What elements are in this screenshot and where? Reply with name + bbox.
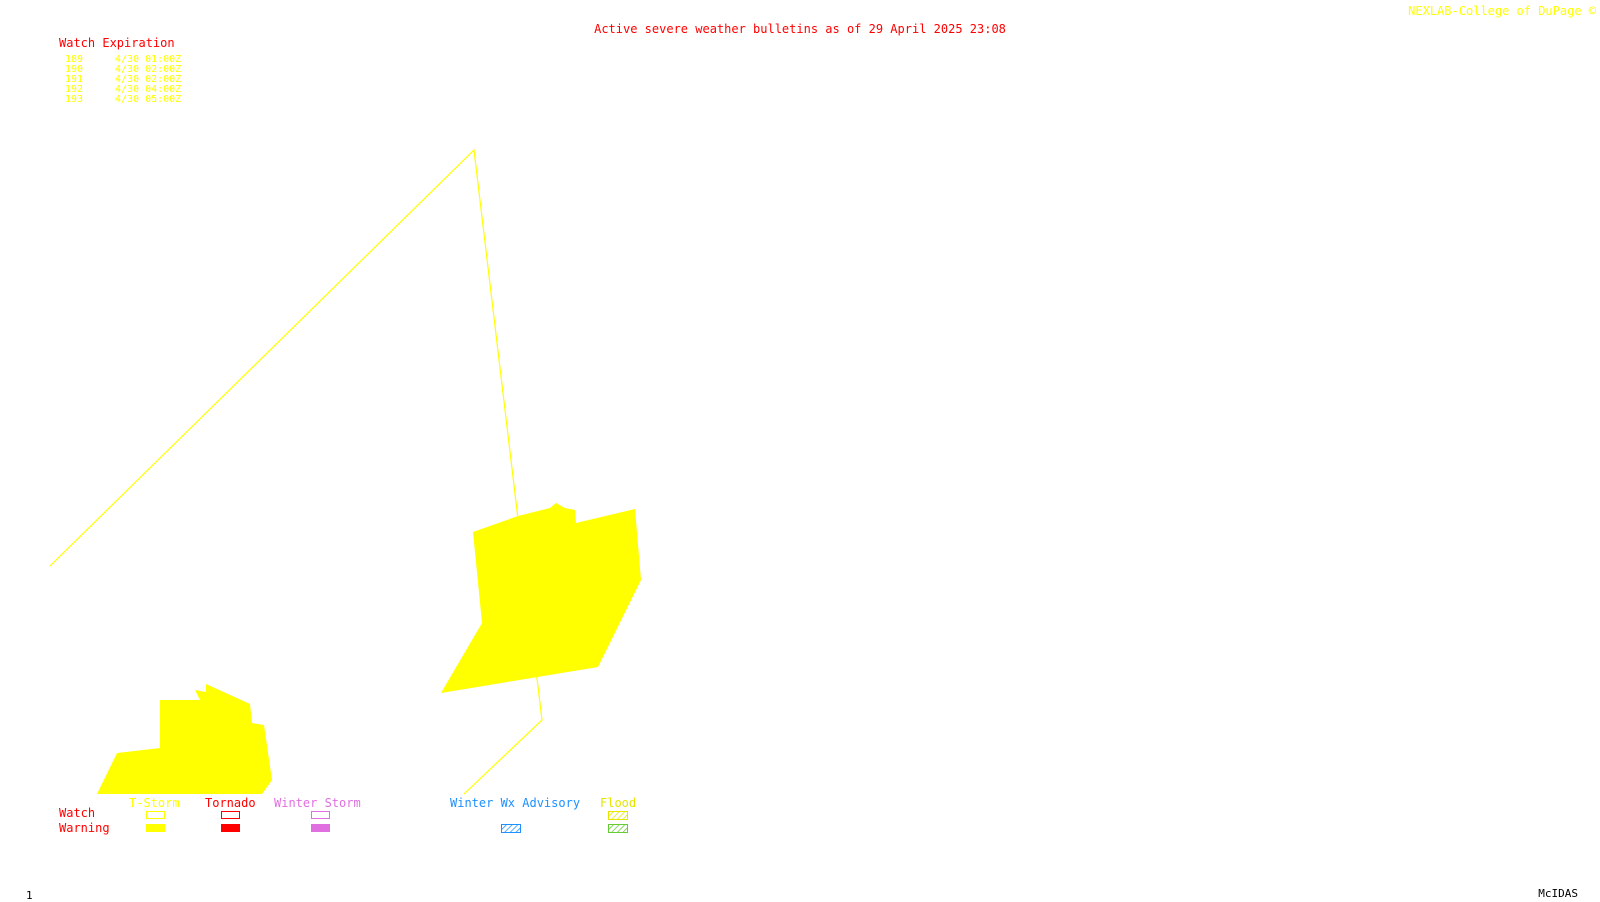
warning-polygon-east xyxy=(441,503,641,693)
legend-flood-label: Flood xyxy=(600,796,637,810)
watch-expiry: 4/30 01:00Z xyxy=(115,54,182,65)
legend-watch-label: Watch xyxy=(59,806,96,820)
watch-number: 190 xyxy=(65,64,84,75)
flood-watch-swatch xyxy=(608,811,628,820)
tornado-watch-swatch xyxy=(221,811,240,819)
winter-storm-watch-swatch xyxy=(311,811,330,819)
credit-label: NEXLAB-College of DuPage © xyxy=(1408,4,1596,18)
tstorm-warning-swatch xyxy=(146,824,165,832)
software-label: McIDAS xyxy=(1538,887,1578,900)
legend-winter-storm-label: Winter Storm xyxy=(274,796,361,810)
watch-number: 192 xyxy=(65,84,84,95)
winter-storm-warning-swatch xyxy=(311,824,330,832)
flood-warning-swatch xyxy=(608,824,628,833)
watch-expiration-heading: Watch Expiration xyxy=(59,36,175,50)
watch-number: 193 xyxy=(65,94,84,105)
watch-row-189: 189 4/30 01:00Z xyxy=(65,55,181,65)
watch-expiry: 4/30 02:00Z xyxy=(115,74,182,85)
warning-polygon-southwest xyxy=(97,684,272,794)
legend-warning-label: Warning xyxy=(59,821,110,835)
watch-row-193: 193 4/30 05:00Z xyxy=(65,95,181,105)
watch-expiry: 4/30 05:00Z xyxy=(115,94,182,105)
watch-number: 189 xyxy=(65,54,84,65)
frame-number: 1 xyxy=(26,889,33,902)
legend-tstorm-label: T-Storm xyxy=(129,796,180,810)
legend-winter-wx-advisory-label: Winter Wx Advisory xyxy=(450,796,581,810)
winter-wx-advisory-warning-swatch xyxy=(501,824,521,833)
tstorm-watch-swatch xyxy=(146,811,165,819)
legend-tornado-label: Tornado xyxy=(205,796,256,810)
watch-row-192: 192 4/30 04:00Z xyxy=(65,85,181,95)
watch-row-191: 191 4/30 02:00Z xyxy=(65,75,181,85)
watch-row-190: 190 4/30 02:00Z xyxy=(65,65,181,75)
watch-number: 191 xyxy=(65,74,84,85)
watch-boundary-line xyxy=(49,148,543,795)
tornado-warning-swatch xyxy=(221,824,240,832)
watch-expiry: 4/30 04:00Z xyxy=(115,84,182,95)
watch-expiry: 4/30 02:00Z xyxy=(115,64,182,75)
bulletin-title: Active severe weather bulletins as of 29… xyxy=(594,22,1006,36)
